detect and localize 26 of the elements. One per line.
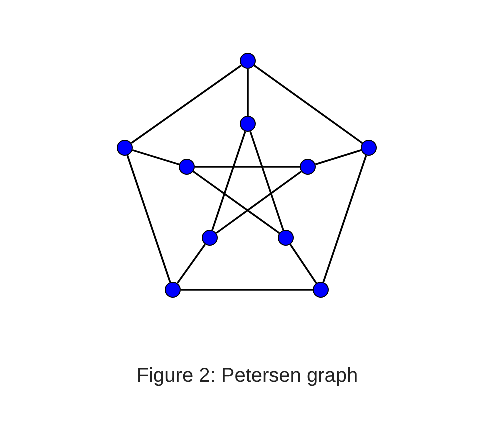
graph-edge [250,131,284,231]
graph-edge [315,150,362,166]
vertex-dot [240,53,256,69]
graph-edge [290,244,318,284]
graph-edge [216,170,302,234]
vertex-dot [117,140,133,156]
vertex-dot [313,282,329,298]
graph-edge [132,149,180,166]
vertex-dot [300,159,316,175]
vertex-dot [361,140,377,156]
graph-edge [192,170,280,234]
vertex-dot [165,282,181,298]
graph-edge [212,131,246,231]
graph-edge [126,155,172,283]
graph-edge [247,69,249,116]
vertex-dot [179,159,195,175]
graph-edge [254,64,364,144]
figure-caption: Figure 2: Petersen graph [136,365,358,388]
graph-edge [130,64,242,144]
graph-edge [195,166,300,168]
graph-edge [176,244,206,284]
graph-edge [181,289,313,291]
vertex-dot [278,230,294,246]
vertex-dot [202,230,218,246]
vertex-dot [240,116,256,132]
graph-edge [322,155,368,283]
